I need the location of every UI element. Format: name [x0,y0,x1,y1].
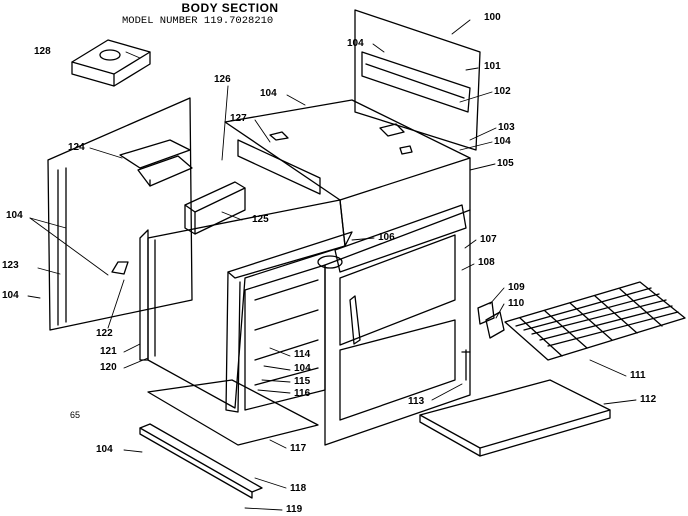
callout-117: 117 [290,443,307,454]
callout-112: 112 [640,394,657,405]
part-111-rack [504,281,686,361]
callout-118: 118 [290,483,307,494]
part-100-rear-panel [354,9,481,151]
part-109-hinge [477,301,505,339]
figure-number: 65 [70,410,81,420]
callout-104: 104 [260,88,277,99]
leader-lines [27,19,637,511]
callout-104: 104 [2,290,19,301]
part-123-left-side-panel [47,97,193,331]
oven-body [139,99,471,446]
part-127-rail [237,139,321,195]
callout-102: 102 [494,86,511,97]
callout-109: 109 [508,282,525,293]
callout-114: 114 [294,349,311,360]
part-124-bracket [119,139,193,187]
callout-125: 125 [252,214,269,225]
callout-106: 106 [378,232,395,243]
callout-100: 100 [484,12,501,23]
callout-115: 115 [294,376,311,387]
callout-121: 121 [100,346,117,357]
part-113-screw [461,349,471,381]
callout-101: 101 [484,61,501,72]
callout-103: 103 [498,122,515,133]
part-128-vent-box [71,39,151,87]
callout-104: 104 [347,38,364,49]
callout-104: 104 [294,363,311,374]
callout-116: 116 [294,388,311,399]
callout-123: 123 [2,260,19,271]
callout-122: 122 [96,328,113,339]
callout-128: 128 [34,46,51,57]
callout-104: 104 [494,136,511,147]
callout-104: 104 [6,210,23,221]
callout-108: 108 [478,257,495,268]
diagram-title: BODY SECTION [181,1,279,15]
callout-124: 124 [68,142,85,153]
part-125-trim [184,181,246,235]
callout-113: 113 [408,396,425,407]
callout-110: 110 [508,298,525,309]
part-118-bottom-trim [139,423,263,499]
callout-107: 107 [480,234,497,245]
callout-126: 126 [214,74,231,85]
model-number: MODEL NUMBER 119.7028210 [122,15,274,27]
callout-127: 127 [230,113,247,124]
callout-119: 119 [286,504,303,515]
callout-120: 120 [100,362,117,373]
part-117-floor-panel [147,379,319,446]
callout-104: 104 [96,444,113,455]
part-112-bottom-pan [419,379,611,457]
callout-105: 105 [497,158,514,169]
part-122-clip [111,261,129,275]
callout-111: 111 [630,370,646,381]
